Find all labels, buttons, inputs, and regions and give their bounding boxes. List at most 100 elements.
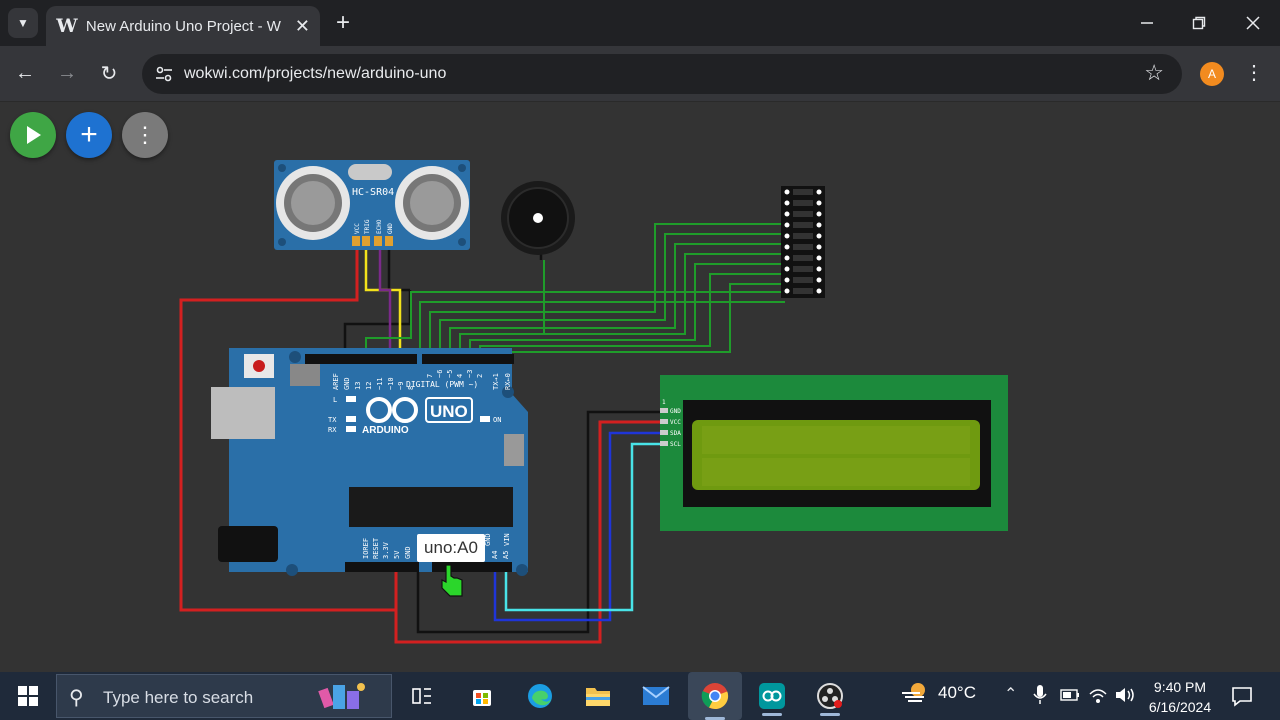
start-simulation-button[interactable] [10, 112, 56, 158]
pin-a4: A4 [491, 551, 499, 559]
arduino-ide-icon [759, 683, 785, 709]
cyan-scl-wire [504, 442, 660, 612]
buzzer[interactable] [501, 181, 575, 255]
pin-tx1: TX→1 [492, 373, 500, 390]
sensor-pin-trig: TRIG [364, 219, 371, 234]
lcd-display[interactable] [660, 375, 1008, 531]
show-hidden-icons-button[interactable]: ⌃ [1004, 686, 1018, 703]
lcd-pin-gnd: GND [670, 408, 681, 415]
active-app-indicator [705, 717, 725, 720]
pin-12: 12 [365, 382, 373, 390]
file-explorer-app[interactable] [578, 676, 618, 716]
chrome-icon [701, 683, 729, 710]
pin-7: 7 [426, 374, 434, 378]
chevron-down-icon: ▼ [17, 16, 29, 30]
new-tab-button[interactable]: + [335, 9, 350, 36]
led-bar-graph[interactable] [781, 186, 825, 298]
weather-widget[interactable]: 40°C [900, 680, 976, 706]
mail-app[interactable] [636, 676, 676, 716]
pin-a5: A5 [502, 551, 510, 559]
blue-sda-wire [493, 431, 660, 622]
site-settings-icon[interactable] [152, 62, 176, 86]
power-pin-labels: IOREF RESET 3.3V 5V GND GND VIN A4 A5 [362, 533, 511, 559]
digital-header-label: DIGITAL (PWM ~) [406, 380, 478, 389]
bookmark-star-icon[interactable]: ☆ [1144, 60, 1164, 85]
obs-icon [817, 683, 843, 709]
browser-tab-bar: ▼ W New Arduino Uno Project - Wokwi ✕ + [0, 0, 1280, 46]
battery-icon[interactable] [1060, 688, 1080, 702]
hand-cursor-icon [441, 564, 463, 597]
hc-sr04-sensor[interactable] [274, 160, 470, 250]
play-icon [27, 126, 41, 144]
profile-avatar[interactable]: A [1200, 62, 1224, 86]
purple-echo-wire [378, 242, 392, 354]
active-tab[interactable]: W New Arduino Uno Project - Wokwi ✕ [46, 6, 320, 46]
windows-logo-icon [18, 686, 38, 706]
forward-button[interactable]: → [57, 61, 77, 84]
arduino-uno-board[interactable] [211, 348, 528, 576]
tab-search-button[interactable]: ▼ [8, 8, 38, 38]
pin-3v3: 3.3V [382, 541, 390, 559]
circuit-diagram: HC-SR04 VCC TRIG ECHO GND [179, 160, 1008, 644]
obs-app[interactable] [810, 676, 850, 716]
tab-close-button[interactable]: ✕ [294, 15, 310, 36]
taskbar-search[interactable]: ⚲ Type here to search [56, 674, 392, 718]
led-label-on: ON [493, 416, 501, 424]
pin-ioref: IOREF [362, 538, 370, 559]
arduino-ide-app[interactable] [752, 676, 792, 716]
sensor-pin-echo: ECHO [376, 219, 383, 234]
pin-9: ~9 [397, 382, 405, 390]
search-highlight-icon [318, 683, 365, 709]
url-text: wokwi.com/projects/new/arduino-uno [184, 65, 447, 82]
system-clock[interactable]: 9:40 PM 6/16/2024 [1140, 677, 1220, 717]
address-bar[interactable]: wokwi.com/projects/new/arduino-uno ☆ [142, 54, 1182, 94]
lcd-pin-scl: SCL [670, 441, 681, 448]
pin-gnd-1: GND [404, 546, 412, 559]
browser-toolbar: ← → ↻ wokwi.com/projects/new/arduino-uno… [0, 46, 1280, 102]
search-icon: ⚲ [69, 687, 84, 709]
weather-hazy-icon [902, 683, 925, 702]
pin-4: 4 [456, 374, 464, 378]
weather-temperature: 40°C [938, 683, 976, 702]
wokwi-canvas[interactable]: HC-SR04 VCC TRIG ECHO GND [0, 102, 1280, 672]
restore-button[interactable] [1184, 8, 1214, 38]
store-app[interactable] [462, 676, 502, 716]
search-placeholder: Type here to search [103, 688, 254, 707]
file-explorer-icon [586, 688, 610, 706]
window-close-button[interactable] [1238, 8, 1268, 38]
browser-menu-button[interactable]: ⋮ [1244, 62, 1264, 84]
volume-icon[interactable] [1114, 686, 1136, 704]
start-button[interactable] [10, 680, 46, 712]
reload-button[interactable]: ↻ [100, 62, 118, 85]
minimize-button[interactable] [1132, 8, 1162, 38]
edge-app[interactable] [520, 676, 560, 716]
pin-rx0: RX←0 [504, 373, 512, 390]
notification-icon[interactable] [1230, 684, 1254, 708]
microphone-icon[interactable] [1032, 684, 1048, 706]
clock-time: 9:40 PM [1153, 679, 1207, 695]
led-label-rx: RX [328, 426, 337, 434]
sensor-label: HC-SR04 [352, 187, 394, 198]
chrome-app[interactable] [688, 672, 742, 720]
back-button[interactable]: ← [15, 61, 35, 84]
clock-date: 6/16/2024 [1148, 699, 1212, 715]
sensor-pin-labels: VCC TRIG ECHO GND [354, 219, 394, 234]
wokwi-favicon-icon: W [56, 15, 78, 37]
running-app-indicator [820, 713, 840, 716]
tab-title: New Arduino Uno Project - Wokwi [85, 17, 281, 35]
pin-5: ~5 [446, 370, 454, 378]
wifi-icon[interactable] [1088, 686, 1108, 704]
pin-5v: 5V [393, 550, 401, 559]
add-part-button[interactable]: + [66, 112, 112, 158]
running-app-indicator [762, 713, 782, 716]
lcd-pin-marker: 1 [662, 399, 666, 406]
led-labels: L TX RX ON [328, 396, 501, 434]
minimize-icon [1141, 22, 1153, 24]
sensor-pin-gnd: GND [387, 223, 394, 234]
more-options-button[interactable]: ⋮ [122, 112, 168, 158]
pin-reset: RESET [372, 537, 380, 559]
mail-icon [642, 686, 670, 705]
task-view-button[interactable] [402, 676, 442, 716]
edge-icon [528, 684, 552, 708]
